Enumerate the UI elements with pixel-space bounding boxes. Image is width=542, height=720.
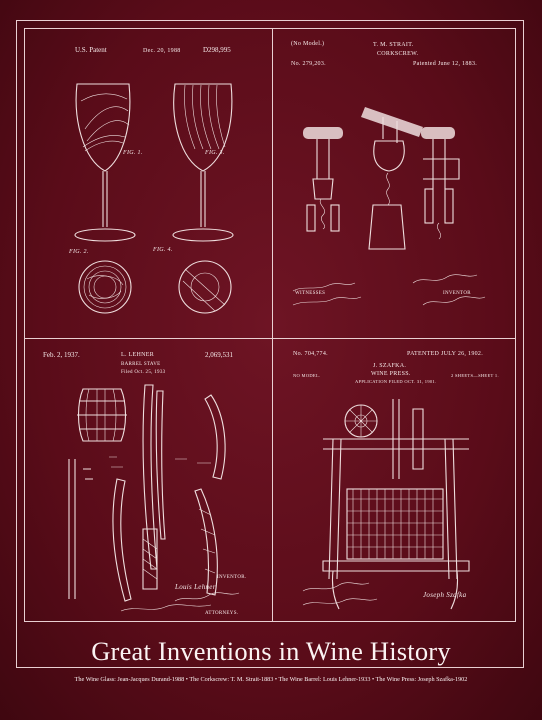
fig3-label: FIG. 3. [205,150,225,156]
patent-number: D298,995 [203,46,231,54]
device-name: CORKSCREW. [377,51,419,57]
barrel-panel: Feb. 2, 1937. L. LEHNER 2,069,531 BARREL… [25,339,271,621]
barrel-drawing [68,384,240,612]
patent-date: Feb. 2, 1937. [43,351,80,359]
patent-date: PATENTED JULY 26, 1902. [407,351,484,357]
signature: Joseph Szafka [423,591,467,599]
wine-glass-panel: U.S. Patent Dec. 20, 1988 D298,995 [25,29,271,337]
inventor-name: L. LEHNER [121,352,155,358]
witnesses-label: WITNESSES [295,291,326,296]
corkscrew-panel: (No Model.) T. M. STRAIT. CORKSCREW. No.… [273,29,515,337]
inventor-name: T. M. STRAIT. [373,42,414,48]
patent-number: No. 279,203. [291,61,326,67]
attorneys-label: ATTORNEYS. [205,611,239,616]
wine-press-panel: No. 704,774. PATENTED JULY 26, 1902. J. … [273,339,515,621]
horizontal-divider [24,338,516,339]
filed-date: Filed Oct. 25, 1933 [121,370,166,375]
patent-number: 2,069,531 [205,351,233,359]
fig1-label: FIG. 1. [123,150,143,156]
patent-date: Patented June 12, 1883. [413,61,478,67]
wine-glass-drawing [74,83,234,314]
corkscrew-drawing [292,107,486,306]
model-label: NO MODEL. [293,373,321,378]
inventor-name: J. SZAFKA. [373,363,407,369]
model-label: (No Model.) [291,41,325,47]
sheets-label: 2 SHEETS—SHEET 1. [451,373,499,378]
inventor-label: INVENTOR [443,291,471,296]
device-name: WINE PRESS. [371,371,411,377]
application-filed: APPLICATION FILED OCT. 31, 1901. [355,379,437,384]
fig2-label: FIG. 2. [69,249,89,255]
signature: Louis Lehner [175,583,216,591]
inner-border [24,28,516,622]
poster-title: Great Inventions in Wine History [91,636,451,666]
patent-number: No. 704,774. [293,351,328,357]
vertical-divider [272,28,273,622]
poster-caption: The Wine Glass: Jean-Jacques Durand-1988… [74,676,468,683]
inventor-label: INVENTOR. [217,575,247,580]
device-name: BARREL STAVE [121,362,161,367]
patent-label: U.S. Patent [75,46,107,54]
fig4-label: FIG. 4. [153,247,173,253]
patent-date: Dec. 20, 1988 [143,48,181,54]
outer-border [16,20,524,668]
wine-press-drawing [302,399,470,610]
